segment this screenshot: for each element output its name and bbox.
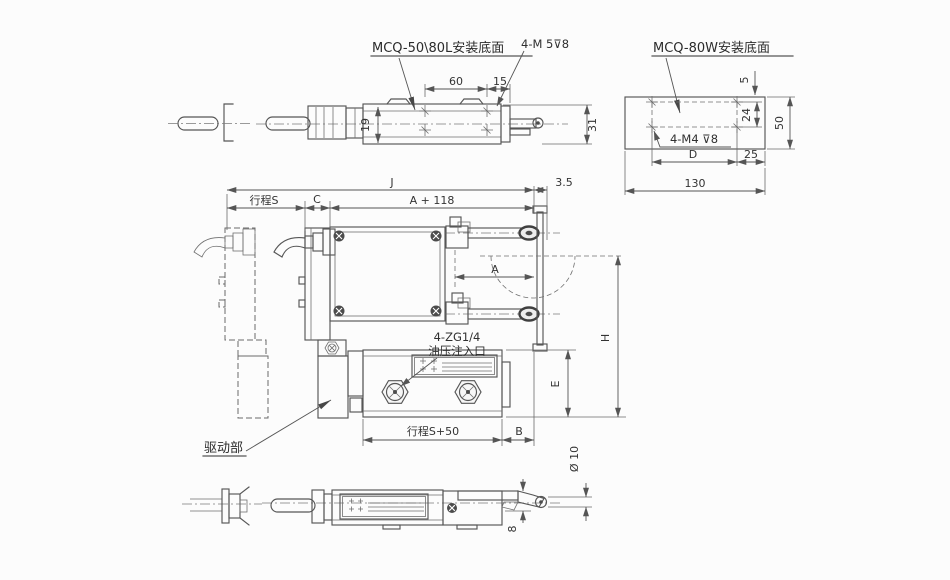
dims-side: 8 Ø 10 [505, 446, 592, 533]
cover-screws [333, 230, 442, 317]
view-main-front: 4-ZG1/4 油压注入口 J 3.5 行程S C A + 118 A [193, 176, 626, 457]
dims-view2: 5 24 50 D 25 130 [624, 71, 795, 195]
bolt-pattern [646, 96, 743, 133]
dim-E-label: E [549, 380, 562, 387]
dims-main: J 3.5 行程S C A + 118 A 行程S+50 B E H [226, 176, 626, 446]
dim-A-label: A [491, 263, 499, 276]
cylinder-side-view [262, 489, 560, 530]
clamp-arm-upper [445, 216, 560, 249]
cable [273, 237, 306, 258]
dim-stroke50-label: 行程S+50 [407, 425, 459, 438]
label-mcq80w: MCQ-80W安装底面 [651, 40, 794, 114]
oil-port-left [381, 380, 409, 404]
view-side-elevation: 8 Ø 10 [182, 446, 592, 533]
port-note-line2: 油压注入口 [428, 344, 486, 358]
dim-15-label: 15 [493, 75, 507, 88]
dim-3-5-label: 3.5 [555, 176, 573, 189]
nameplate-side [339, 493, 429, 520]
dim-H-label: H [599, 334, 612, 342]
hex-screw-small [324, 341, 340, 355]
drive-label-group: 驱动部 [202, 399, 332, 457]
dim-J-label: J [389, 176, 393, 189]
dim-A118-label: A + 118 [410, 194, 455, 207]
thread-note-50: 4-M 5⊽8 [521, 37, 569, 51]
dim-60-label: 60 [449, 75, 463, 88]
gearbox-cover [329, 226, 446, 322]
dim-dia10-label: Ø 10 [568, 446, 581, 472]
oil-port-note: 4-ZG1/4 油压注入口 [400, 330, 486, 387]
base-plate-outline [624, 96, 766, 150]
drive-label: 驱动部 [204, 441, 243, 456]
oil-port-right [454, 380, 482, 404]
mcq80w-title: MCQ-80W安装底面 [653, 40, 770, 56]
drive-block [317, 355, 349, 419]
dim-stroke-label: 行程S [250, 194, 279, 207]
dim-50-label: 50 [773, 116, 786, 130]
drive-unit [273, 227, 364, 419]
clamp-rod [532, 205, 548, 352]
dim-31-label: 31 [586, 118, 599, 132]
mcq50-title: MCQ-50\80L安装底面 [372, 40, 504, 56]
dim-19-label: 19 [359, 118, 372, 132]
port-note-line1: 4-ZG1/4 [434, 330, 481, 344]
cam-roller-side [534, 495, 548, 509]
mounting-hole-marks [419, 105, 493, 136]
dim-130-label: 130 [685, 177, 706, 190]
drive-unit-phantom [193, 227, 269, 419]
dim-8-label: 8 [506, 526, 519, 533]
dims-view1: 60 15 4-M 5⊽8 19 31 [359, 37, 599, 145]
label-mcq50: MCQ-50\80L安装底面 [370, 40, 533, 111]
dim-B-label: B [515, 425, 523, 438]
dim-25-label: 25 [744, 148, 758, 161]
cylinder-body [362, 349, 511, 418]
dim-24-label: 24 [740, 108, 753, 122]
roller-follower-top [509, 117, 544, 136]
rod-end-view [168, 103, 252, 142]
nameplate [411, 354, 498, 378]
clamp-arm-side [457, 490, 548, 511]
connector-end-view [190, 486, 250, 526]
dim-D-label: D [689, 148, 697, 161]
view-mcq50-top: 60 15 4-M 5⊽8 19 31 MCQ-50\80L安装底面 [168, 37, 599, 145]
clamp-arm-lower [445, 292, 560, 325]
thread-note-80w: 4-M4 ⊽8 [670, 132, 718, 146]
dim-C-label: C [313, 193, 321, 206]
view-mcq80w-base: MCQ-80W安装底面 4-M4 ⊽8 5 24 50 [624, 40, 795, 195]
cylinder-top-view [256, 98, 568, 145]
swing-arc [490, 255, 576, 299]
dim-5-label: 5 [738, 77, 751, 84]
